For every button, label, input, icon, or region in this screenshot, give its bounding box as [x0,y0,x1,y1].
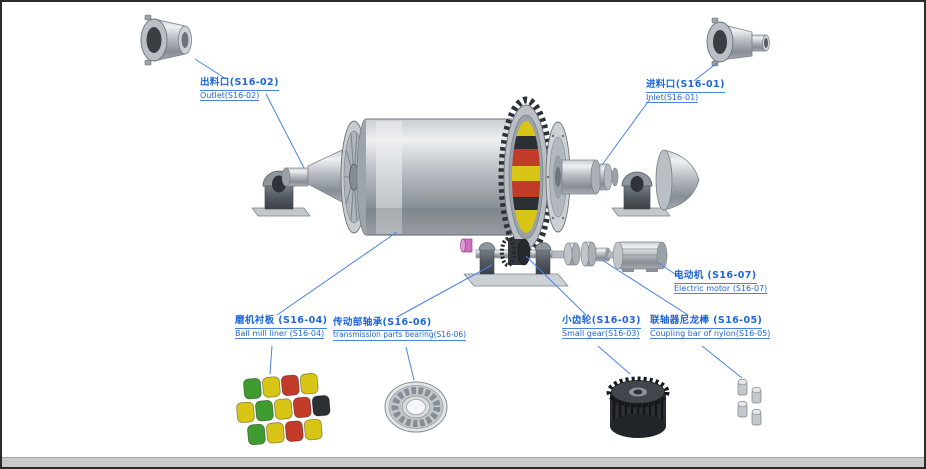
leader-line-coupling-up [601,259,689,316]
leader-line-coupling-down [701,345,743,379]
bottom-bar [2,457,924,467]
label-transmission-bearing-en: transmission parts bearing(S16-06) [333,329,467,341]
label-transmission-bearing-cn: 传动部轴承(S16-06) [333,317,432,331]
electric-motor [607,241,668,272]
label-transmission-bearing: 传动部轴承(S16-06) transmission parts bearing… [333,317,467,341]
left-trunnion [281,149,343,203]
label-small-gear-cn: 小齿轮(S16-03) [562,315,641,329]
leader-line-liner-down [269,345,273,375]
inlet-liner-part [706,17,770,67]
label-liner-en: Ball mill liner (S16-04) [235,328,325,340]
label-small-gear-en: Small gear(S16-03) [562,328,640,340]
label-coupling-cn: 联轴器尼龙棒 (S16-05) [650,315,763,329]
right-trunnion-shaft [561,159,619,195]
right-end-cap [545,121,571,233]
right-bearing-stand [611,171,671,217]
leader-line-smallgear-up [525,255,587,316]
label-motor-cn: 电动机 (S16-07) [674,270,757,284]
mill-drum [356,118,512,236]
leader-line-liner-up [276,231,398,316]
pinion-drive-assembly [460,237,569,287]
label-outlet: 出料口(S16-02) Outlet(S16-02) [200,77,279,102]
label-liner: 磨机衬板 (S16-04) Ball mill liner (S16-04) [235,315,328,340]
coupling-discs [551,241,611,267]
leader-line-inlet-part [693,61,719,82]
leader-line-motor [658,262,683,280]
small-gear-detail [606,376,670,438]
label-inlet: 进料口(S16-01) Inlet(S16-01) [646,79,725,104]
leader-line-outlet-part [194,58,227,80]
outlet-liner-part [140,14,192,66]
drive-base-plate [463,273,569,287]
leader-line-bearing-up [396,264,493,318]
label-motor: 电动机 (S16-07) Electric motor (S16-07) [674,270,768,295]
leader-lines [194,58,743,381]
leader-line-inlet-machine [601,98,651,166]
label-liner-cn: 磨机衬板 (S16-04) [235,315,328,329]
ring-gear [498,96,554,258]
leader-line-outlet-machine [265,93,305,169]
bearing-detail [384,381,448,433]
label-motor-en: Electric motor (S16-07) [674,283,768,295]
pinion-bearing-pedestal-right [535,247,551,275]
end-cone-cover [655,149,700,211]
label-coupling: 联轴器尼龙棒 (S16-05) Coupling bar of nylon(S1… [650,315,771,340]
label-inlet-en: Inlet(S16-01) [646,92,699,104]
liner-plates-detail [236,373,331,446]
leader-line-bearing-down [405,346,415,381]
label-outlet-en: Outlet(S16-02) [200,90,260,102]
nylon-rods-detail [737,378,762,426]
leader-line-smallgear-down [597,345,631,375]
label-inlet-cn: 进料口(S16-01) [646,79,725,93]
pinion-shaft-sleeve [460,238,473,253]
pinion-gear [500,237,531,267]
label-outlet-cn: 出料口(S16-02) [200,77,279,91]
label-coupling-en: Coupling bar of nylon(S16-05) [650,328,771,340]
label-small-gear: 小齿轮(S16-03) Small gear(S16-03) [562,315,641,340]
